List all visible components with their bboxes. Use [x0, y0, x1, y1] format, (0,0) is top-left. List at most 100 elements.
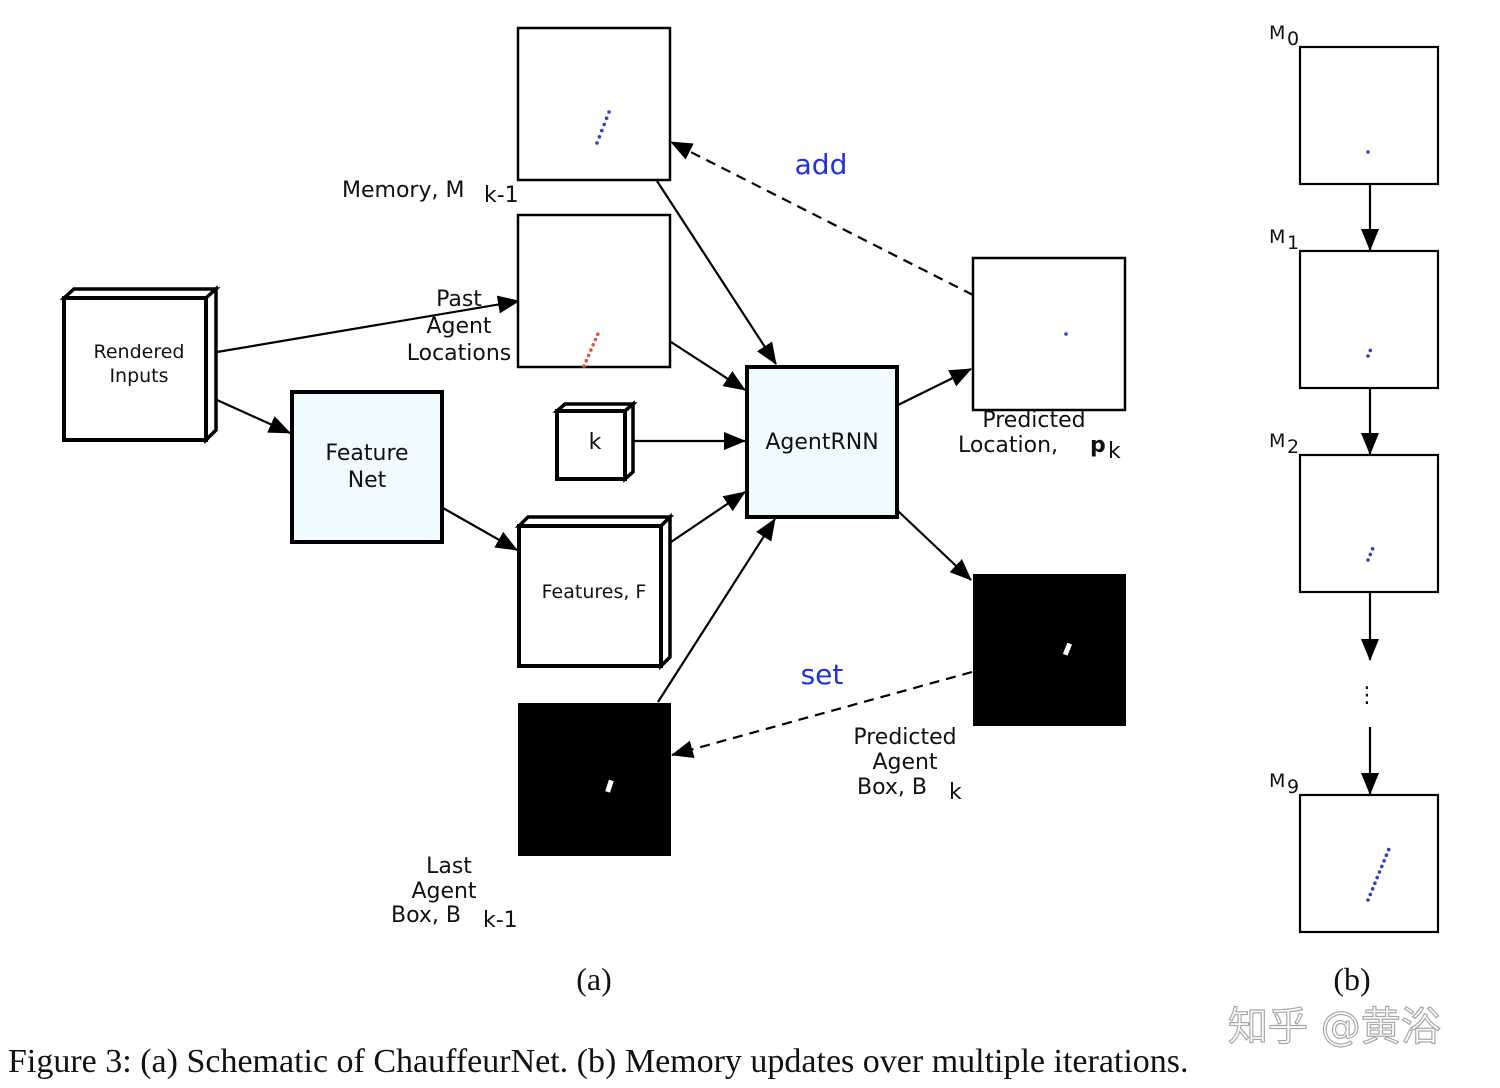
memory-step-dot: [1368, 552, 1373, 557]
past-label-1: Past: [436, 287, 482, 312]
past-location-dot: [596, 332, 600, 337]
last-box-label-2: Agent: [411, 879, 476, 904]
feature-net-box: [290, 390, 444, 544]
memory-dot: [607, 110, 611, 114]
memory-step-dot: [1370, 547, 1375, 551]
memory-dot: [597, 135, 602, 139]
memory-step-dot: [1368, 348, 1373, 353]
memory-node: Memory, M k-1: [342, 26, 672, 208]
pred-loc-subscript: k: [1108, 439, 1121, 464]
memory-step-dot: [1382, 859, 1386, 863]
rendered-inputs-label-1: Rendered: [94, 341, 185, 363]
memory-subscript: k-1: [484, 183, 519, 208]
edge-lastbox-to-agentrnn: [657, 518, 776, 703]
edge-featurenet-to-features: [442, 507, 518, 551]
past-location-dot: [582, 364, 586, 368]
memory-step-dot: [1386, 847, 1391, 852]
memory-step-image: [1298, 45, 1440, 186]
pred-loc-label-1: Predicted: [982, 408, 1085, 433]
predicted-location-image: [971, 256, 1127, 412]
last-box-subscript: k-1: [483, 908, 518, 933]
feature-net-label-1: Feature: [325, 441, 408, 466]
memory-step-dot: [1370, 887, 1375, 891]
memory-step-label: M: [1269, 226, 1285, 248]
rendered-inputs-node: Rendered Inputs: [59, 285, 221, 445]
add-operation-label: add: [795, 148, 848, 181]
memory-label: Memory, M: [342, 178, 464, 203]
past-location-dot: [591, 343, 595, 347]
past-label-3: Locations: [407, 341, 512, 366]
memory-step-dot: [1375, 875, 1379, 880]
memory-step-image: [1298, 453, 1440, 594]
memory-step-dot: [1366, 898, 1370, 902]
watermark: 知乎 @黄浴: [1228, 1004, 1441, 1050]
predicted-box-agent: [1062, 642, 1073, 656]
memory-step-dot: [1377, 870, 1382, 874]
memory-dot: [600, 128, 604, 133]
feature-net-label-2: Net: [348, 468, 387, 493]
past-location-dots: [582, 332, 600, 368]
memory-dot: [595, 141, 599, 145]
memory-step-subscript: 2: [1287, 436, 1299, 458]
k-label: k: [589, 430, 602, 455]
memory-step-label: M: [1269, 22, 1285, 44]
k-input-node: k: [552, 400, 638, 483]
past-agent-locations-node: Past Agent Locations: [407, 213, 672, 369]
last-box-image: [518, 703, 671, 856]
figure-caption: Figure 3: (a) Schematic of ChauffeurNet.…: [8, 1043, 1189, 1080]
feature-net-node: Feature Net: [290, 390, 444, 544]
memory-step-image: [1298, 793, 1440, 934]
memory-step-dot: [1366, 558, 1370, 562]
rendered-inputs-label-2: Inputs: [109, 365, 168, 387]
memory-step-dot: [1380, 864, 1384, 869]
past-location-dot: [586, 353, 591, 358]
set-operation-label: set: [801, 658, 844, 691]
pred-loc-label-2: Location,: [958, 433, 1058, 458]
pred-loc-symbol: p: [1090, 433, 1106, 458]
edge-rendered-to-featurenet: [216, 398, 291, 435]
edge-past-to-agentrnn: [670, 341, 746, 391]
predicted-box-image: [973, 574, 1126, 726]
past-locations-image: [516, 213, 672, 369]
edge-agentrnn-to-predbox: [897, 510, 972, 581]
memory-dots: [595, 110, 611, 145]
last-box-label-3: Box, B: [391, 903, 461, 928]
past-label-2: Agent: [426, 314, 491, 339]
panel-b-label: (b): [1333, 961, 1370, 997]
last-box-label-1: Last: [426, 854, 472, 879]
last-agent-box-node: Last Agent Box, B k-1: [391, 703, 671, 933]
predicted-location-node: Predicted Location, p k: [958, 256, 1127, 464]
edges: [216, 141, 974, 759]
edge-agentrnn-to-predloc: [897, 368, 972, 406]
predicted-agent-box-node: Predicted Agent Box, B k: [853, 574, 1126, 805]
past-location-dot: [584, 358, 589, 363]
memory-step-label: M: [1269, 770, 1285, 792]
memory-step-dot: [1368, 892, 1373, 897]
past-location-dot: [589, 348, 593, 352]
memory-step-dot: [1384, 853, 1389, 857]
pred-box-subscript: k: [949, 780, 962, 805]
memory-step-subscript: 0: [1287, 28, 1299, 50]
last-box-agent: [605, 779, 614, 793]
memory-step-image: [1298, 249, 1440, 390]
features-label: Features, F: [542, 581, 647, 603]
memory-step-dot: [1373, 881, 1377, 885]
agent-rnn-node: AgentRNN: [745, 365, 899, 519]
pred-box-label-3: Box, B: [857, 775, 927, 800]
edge-add-predloc-to-memory: [670, 141, 974, 296]
memory-step-label: M: [1269, 430, 1285, 452]
memory-step-subscript: 1: [1287, 232, 1299, 254]
edge-set-predbox-to-lastbox: [671, 670, 973, 759]
agent-rnn-box: [745, 365, 899, 519]
edge-features-to-agentrnn: [670, 491, 746, 543]
agent-rnn-label: AgentRNN: [765, 430, 878, 455]
pred-box-label-1: Predicted: [853, 725, 956, 750]
memory-step-dot: [1366, 150, 1370, 154]
memory-dot: [604, 116, 609, 120]
memory-step-dot: [1366, 354, 1370, 358]
